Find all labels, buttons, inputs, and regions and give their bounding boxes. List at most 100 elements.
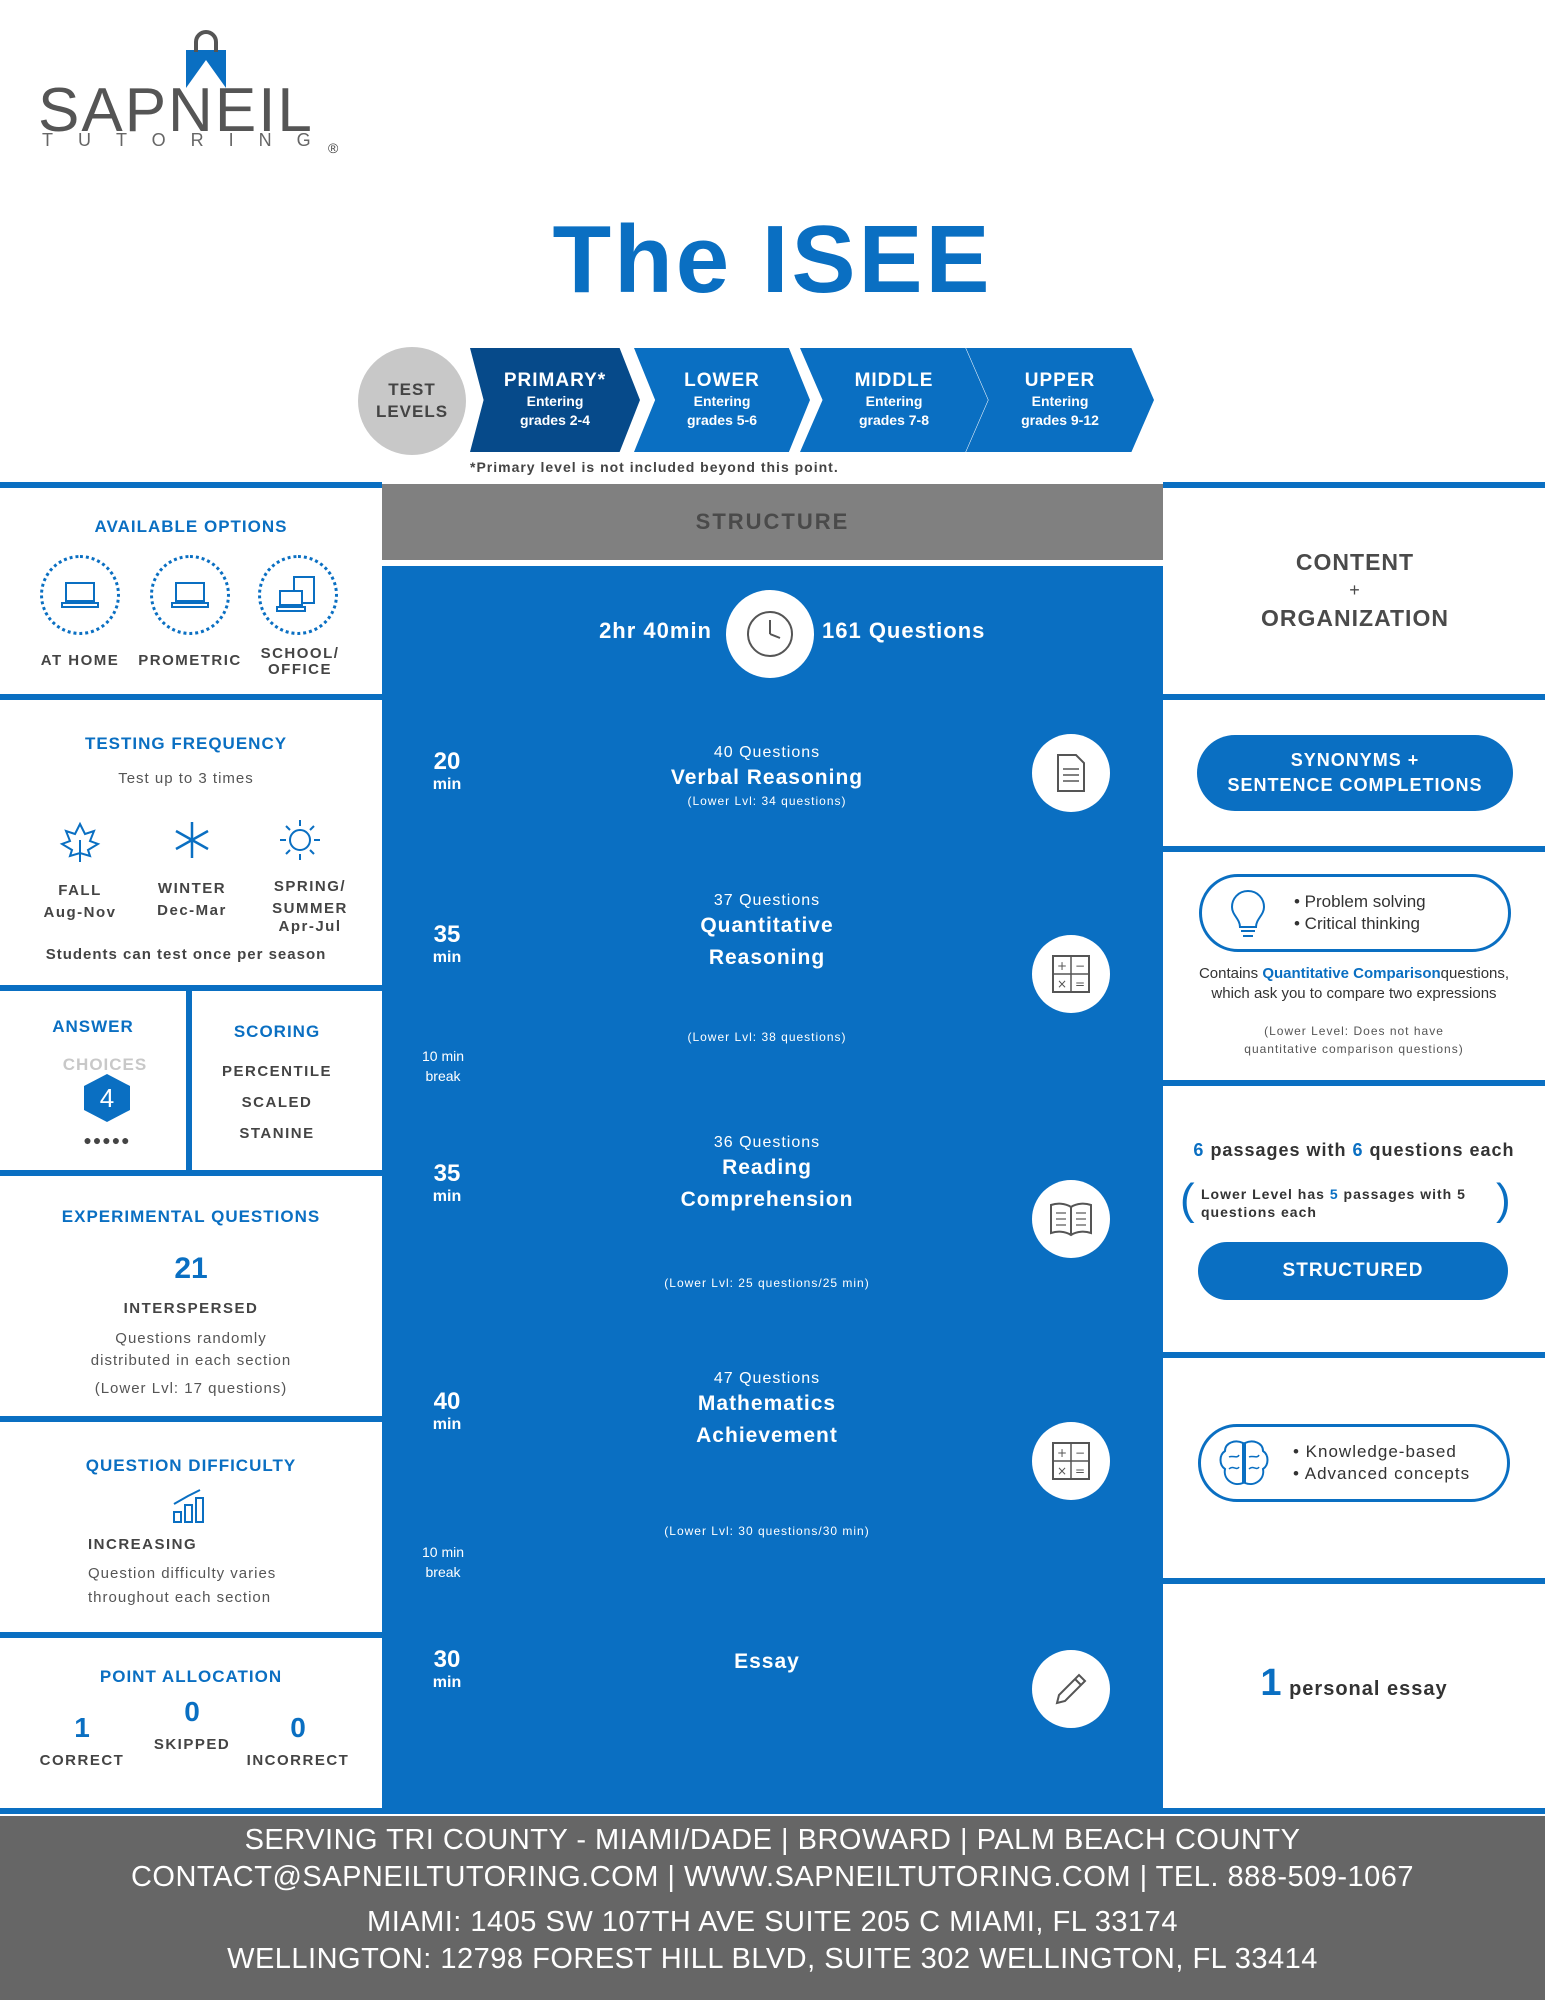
season-range: Dec-Mar: [157, 902, 227, 919]
school-office-option: [258, 555, 338, 635]
left-paren-glyph: (: [1180, 1175, 1195, 1224]
level-line2: grades 7-8: [858, 412, 930, 428]
section-questions: 37 Questions: [713, 892, 821, 909]
footer-service-area: SERVING TRI COUNTY - MIAMI/DADE | BROWAR…: [244, 1824, 1301, 1856]
divider: [1163, 1080, 1545, 1086]
structured-pill: STRUCTURED: [1198, 1242, 1508, 1300]
snowflake-icon: [175, 822, 209, 858]
total-time: 2hr 40min: [599, 618, 712, 643]
break-duration: 10 min: [422, 1048, 465, 1064]
level-upper: UPPER Entering grades 9-12: [966, 348, 1154, 452]
level-line2: grades 2-4: [519, 412, 591, 428]
season-fall: FALL Aug-Nov: [20, 880, 140, 924]
difficulty-heading: QUESTION DIFFICULTY: [85, 1456, 297, 1475]
registered-mark: ®: [328, 140, 339, 156]
reading-text-1: passages with: [1204, 1140, 1353, 1160]
season-spring-summer: SPRING/ SUMMER Apr-Jul: [250, 876, 370, 934]
quant-section: 37 Questions Quantitative Reasoning: [552, 892, 982, 974]
level-line2: grades 5-6: [686, 412, 758, 428]
option-school-line1: SCHOOL/: [260, 645, 340, 662]
season-name-2: SUMMER: [272, 900, 348, 917]
section-name: Quantitative: [700, 914, 834, 937]
pencil-icon: [1055, 1673, 1087, 1705]
divider: [1163, 1352, 1545, 1358]
level-lower: LOWER Entering grades 5-6: [634, 348, 810, 452]
section-minutes: 35: [433, 1160, 461, 1187]
essay-content: 1 personal essay: [1163, 1662, 1545, 1705]
content-heading: CONTENT + ORGANIZATION: [1170, 548, 1540, 632]
points-correct-label: CORRECT: [39, 1752, 125, 1769]
test-levels-label-2: LEVELS: [375, 402, 449, 421]
quant-skills-pill: • Problem solving • Critical thinking: [1199, 874, 1511, 952]
level-line2: grades 9-12: [1021, 412, 1099, 428]
section-questions: 47 Questions: [713, 1370, 821, 1387]
sapneil-logo: SAPNEIL TUTORING ®: [38, 30, 358, 160]
calculator-icon: +−×=: [1052, 955, 1090, 993]
reading-lower-b: passages with 5: [1338, 1186, 1466, 1202]
difficulty-desc-1: Question difficulty varies: [88, 1565, 277, 1582]
level-middle: MIDDLE Entering grades 7-8: [800, 348, 988, 452]
section-name-2: Comprehension: [680, 1188, 854, 1211]
section-unit: min: [432, 949, 462, 966]
points-incorrect-label: INCORRECT: [246, 1752, 350, 1769]
frequency-sub: Test up to 3 times: [118, 770, 254, 787]
svg-text:−: −: [1075, 959, 1085, 973]
math-section: 47 Questions Mathematics Achievement: [552, 1370, 982, 1452]
verbal-pill-line1: SYNONYMS +: [1290, 750, 1420, 770]
verbal-section: 40 Questions Verbal Reasoning (Lower Lvl…: [552, 744, 982, 808]
answer-dots: ●●●●●: [83, 1132, 131, 1148]
quant-lower-2: quantitative comparison questions): [1244, 1042, 1464, 1056]
break-label: break: [425, 1564, 461, 1580]
math-bullet-2: • Advanced concepts: [1293, 1464, 1471, 1483]
answer-heading: ANSWER: [52, 1017, 134, 1036]
experimental-desc-2: distributed in each section: [90, 1352, 292, 1369]
season-name: SPRING/: [273, 878, 347, 895]
reading-time: 35 min: [412, 1160, 482, 1206]
content-heading-2: ORGANIZATION: [1261, 605, 1449, 631]
quant-bullet-2: • Critical thinking: [1294, 914, 1420, 933]
math-lower: (Lower Lvl: 30 questions/30 min): [664, 1524, 870, 1538]
level-line1: Entering: [1031, 393, 1089, 409]
season-name: WINTER: [157, 880, 227, 897]
divider: [0, 1632, 382, 1638]
math-time: 40 min: [412, 1388, 482, 1434]
break-1: 10 min break: [422, 1046, 464, 1086]
reading-question-count: 6: [1352, 1140, 1364, 1160]
break-label: break: [425, 1068, 461, 1084]
experimental-count: 21: [174, 1252, 208, 1285]
section-minutes: 20: [433, 748, 461, 775]
season-name: FALL: [58, 882, 102, 899]
at-home-option: [40, 555, 120, 635]
section-questions: 40 Questions: [713, 744, 821, 761]
reading-icon-circle: [1032, 1180, 1110, 1258]
section-questions: 36 Questions: [713, 1134, 821, 1151]
essay-text: personal essay: [1282, 1678, 1448, 1700]
verbal-pill-line2: SENTENCE COMPLETIONS: [1227, 775, 1483, 795]
experimental-label: INTERSPERSED: [123, 1300, 259, 1317]
scoring-stanine: STANINE: [239, 1125, 315, 1142]
frequency-note: Students can test once per season: [45, 946, 327, 963]
option-at-home-label: AT HOME: [40, 652, 120, 669]
break-2: 10 min break: [422, 1542, 464, 1582]
section-unit: min: [432, 1188, 462, 1205]
math-skills-pill: • Knowledge-based • Advanced concepts: [1198, 1424, 1510, 1502]
frequency-heading: TESTING FREQUENCY: [84, 734, 288, 753]
difficulty-label: INCREASING: [88, 1536, 198, 1553]
essay-time: 30 min: [412, 1646, 482, 1692]
option-school-line2: OFFICE: [268, 661, 332, 678]
points-correct-value: 1: [74, 1712, 90, 1743]
points-heading: POINT ALLOCATION: [99, 1667, 283, 1686]
points-skipped-label: SKIPPED: [153, 1736, 231, 1753]
divider: [1163, 1578, 1545, 1584]
divider: [1163, 846, 1545, 852]
quant-lower-note: (Lower Level: Does not have quantitative…: [1163, 1022, 1545, 1058]
reading-passages: 6 passages with 6 questions each: [1163, 1140, 1545, 1161]
break-duration: 10 min: [422, 1544, 465, 1560]
section-name: Verbal Reasoning: [670, 766, 864, 789]
section-name: Mathematics: [697, 1392, 837, 1415]
quant-rest-text: questions,: [1440, 965, 1510, 982]
scoring-heading: SCORING: [233, 1022, 321, 1041]
quant-bullet-1: • Problem solving: [1294, 892, 1426, 911]
svg-text:=: =: [1075, 977, 1085, 991]
